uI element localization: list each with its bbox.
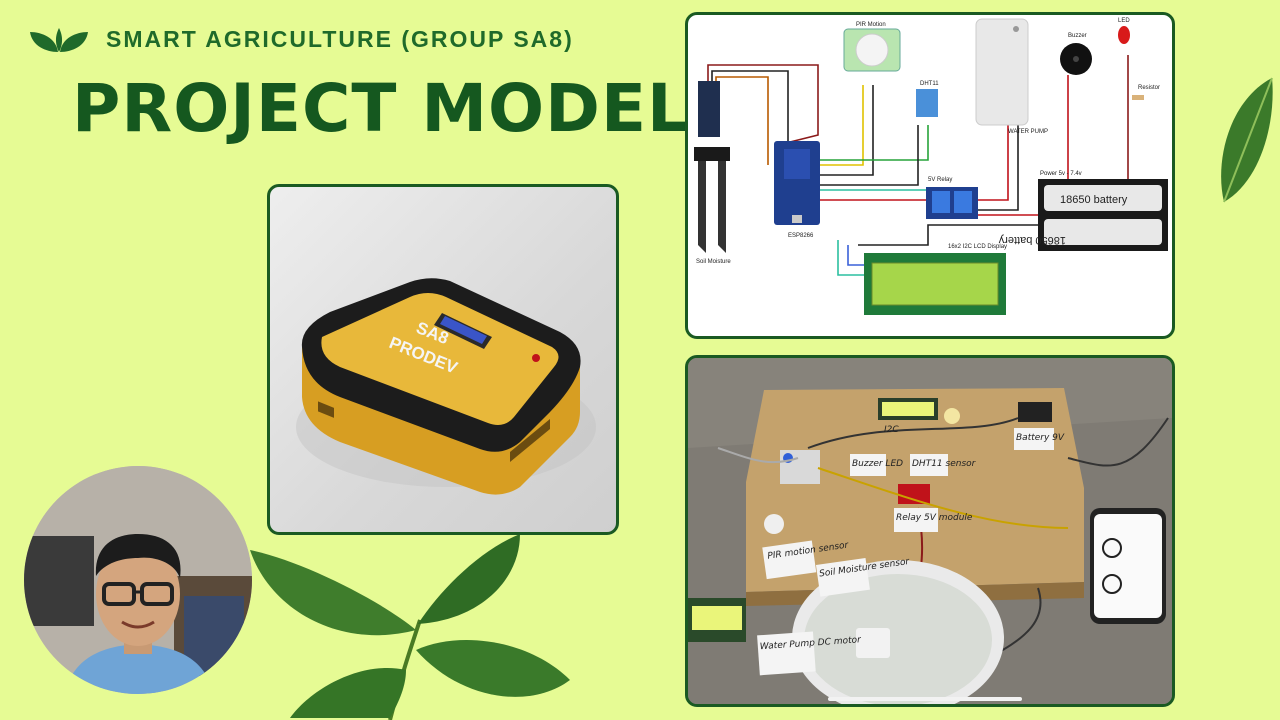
photo-tag-lcd: I2C [884, 425, 899, 435]
diagram-label-dht: DHT11 [920, 81, 939, 87]
svg-text:DHT11 sensor: DHT11 sensor [912, 459, 977, 469]
svg-text:Buzzer LED: Buzzer LED [852, 459, 903, 469]
diagram-label-resistor: Resistor [1138, 85, 1160, 91]
diagram-label-pir: PIR Motion [856, 22, 886, 28]
leaf-logo-icon [30, 28, 88, 52]
diagram-label-battery2: 18650 battery [998, 234, 1066, 246]
presenter-webcam [24, 466, 252, 694]
leaf-decoration-icon [1221, 77, 1273, 203]
branch-leaves-icon [250, 534, 570, 720]
diagram-label-power: Power 5v - 7.4v [1040, 171, 1082, 177]
3d-render-panel: SA8 PRODEV [267, 184, 619, 535]
diagram-label-soil: Soil Moisture [696, 259, 731, 265]
diagram-label-esp: ESP8266 [788, 233, 814, 239]
circuit-diagram: PIR Motion DHT11 WATER PUMP Buzzer LED R… [694, 18, 1168, 315]
svg-text:Relay 5V module: Relay 5V module [896, 513, 973, 523]
diagram-label-lcd: 16x2 I2C LCD Display [948, 244, 1007, 250]
diagram-label-battery1: 18650 battery [1060, 194, 1128, 206]
video-progress-bar[interactable] [828, 697, 1022, 701]
photo-tag-dht: DHT11 sensor [910, 454, 977, 476]
page-title: PROJECT MODEL [72, 70, 691, 147]
header-subtitle: SMART AGRICULTURE (GROUP SA8) [106, 26, 574, 52]
diagram-label-pump: WATER PUMP [1008, 129, 1048, 135]
circuit-diagram-panel: PIR Motion DHT11 WATER PUMP Buzzer LED R… [685, 12, 1175, 339]
prototype-photo: PIR motion sensor Soil Moisture sensor W… [688, 358, 1172, 704]
diagram-label-buzzer: Buzzer [1068, 33, 1087, 39]
presenter-avatar [24, 466, 252, 694]
photo-tag-relay: Relay 5V module [894, 508, 973, 532]
svg-text:Battery 9V: Battery 9V [1016, 433, 1065, 443]
photo-tag-buzzer: Buzzer LED [850, 454, 903, 476]
enclosure-render: SA8 PRODEV [296, 278, 596, 495]
prototype-photo-panel: PIR motion sensor Soil Moisture sensor W… [685, 355, 1175, 707]
photo-tag-battery: Battery 9V [1014, 428, 1065, 450]
diagram-label-led: LED [1118, 18, 1130, 24]
diagram-label-relay: 5V Relay [928, 177, 952, 183]
